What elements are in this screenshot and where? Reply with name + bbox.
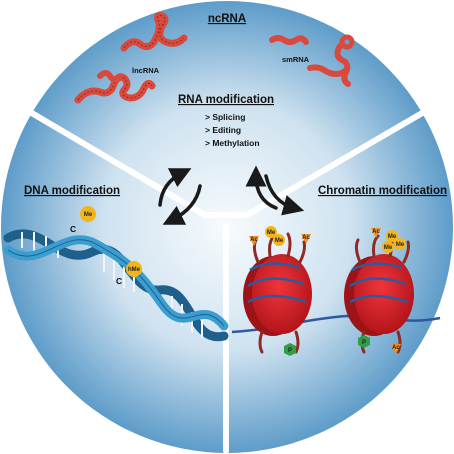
svg-text:Ac: Ac <box>302 235 310 241</box>
ac-triangle-4 <box>391 344 401 354</box>
interaction-arrows <box>158 165 305 225</box>
smrna-molecule-c <box>334 43 351 87</box>
dna-panel: DNA modification Me C <box>3 185 229 342</box>
arrow-right-down <box>264 174 305 216</box>
smrna-loop <box>339 34 355 50</box>
me-label-dna: Me <box>84 212 93 218</box>
ac-triangle-1 <box>249 236 259 246</box>
nucleosome-2 <box>344 232 414 354</box>
svg-text:Ac: Ac <box>250 237 258 243</box>
p-hexagon-2 <box>358 335 370 348</box>
chromatin-panel: Chromatin modification <box>231 185 447 356</box>
ac-marks: Ac Ac Ac Ac <box>249 228 401 354</box>
svg-text:P: P <box>362 340 366 346</box>
rna-mod-item-editing: > Editing <box>205 125 241 135</box>
svg-text:Ac: Ac <box>392 345 400 351</box>
chromatin-modification-title: Chromatin modification <box>318 185 447 197</box>
lncrna-label: lncRNA <box>132 66 160 75</box>
smrna-molecule-b <box>307 64 349 78</box>
lncrna-molecule-small <box>97 70 123 83</box>
cytosine-label-2: C <box>116 276 122 286</box>
svg-text:Me: Me <box>275 238 284 244</box>
svg-text:Ac: Ac <box>372 229 380 235</box>
me-badge-dna <box>80 206 96 222</box>
ncrna-panel: ncRNA lncRNA smRNA RNA modification > Sp… <box>74 12 355 148</box>
smrna-molecule-a <box>269 35 309 45</box>
dna-modification-title: DNA modification <box>24 185 120 197</box>
svg-text:Me: Me <box>388 234 397 240</box>
nucleosome-1 <box>243 232 312 354</box>
me-label-histone-1: Me <box>267 230 276 236</box>
me-marks: Me Me Me Me Me <box>265 226 406 253</box>
smrna-label: smRNA <box>282 55 310 64</box>
rna-mod-item-methylation: > Methylation <box>205 138 260 148</box>
svg-text:Me: Me <box>396 242 405 248</box>
ac-triangle-2 <box>301 234 311 244</box>
rna-mod-item-splicing: > Splicing <box>205 112 245 122</box>
hme-badge-dna <box>126 261 142 277</box>
ac-triangle-3 <box>371 228 381 238</box>
hme-label-dna: hMe <box>128 267 141 273</box>
arrow-left-up <box>158 168 192 207</box>
arrow-right-up <box>245 165 278 210</box>
ncrna-title: ncRNA <box>208 13 246 25</box>
p-marks: P P <box>284 335 370 356</box>
rna-modification-title: RNA modification <box>178 94 274 106</box>
svg-text:Me: Me <box>384 245 393 251</box>
p-hexagon-1 <box>284 343 296 356</box>
svg-text:P: P <box>288 348 292 354</box>
cytosine-label-1: C <box>70 224 76 234</box>
arrow-left-down <box>162 184 202 225</box>
